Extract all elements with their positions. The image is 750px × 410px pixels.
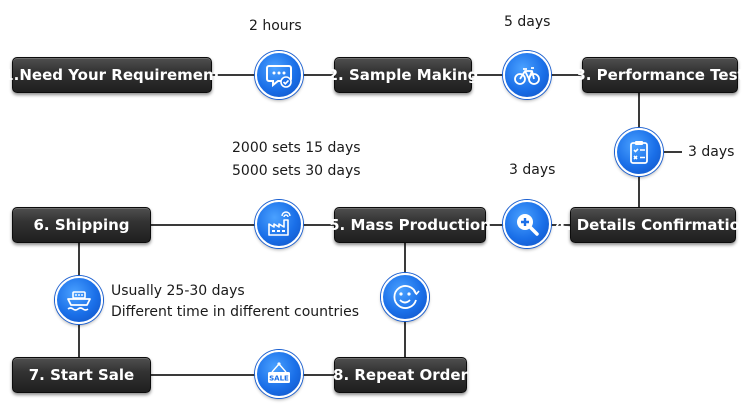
connector-5-6 <box>151 224 334 226</box>
step-mass-production: 5. Mass Production <box>329 207 491 243</box>
step-need-requirement: 1.Need Your Requirement <box>3 57 221 93</box>
bicycle-icon <box>503 51 551 99</box>
sale-sign-text: SALE <box>269 375 289 383</box>
connector-7-8 <box>151 374 334 376</box>
connector-3days-tick <box>664 151 682 153</box>
checklist-clipboard-icon <box>615 128 663 176</box>
label-shipping-line1: Usually 25-30 days <box>111 283 245 299</box>
zoom-plus-icon <box>503 200 551 248</box>
factory-wifi-icon <box>255 200 303 248</box>
label-confirm-time: 3 days <box>688 144 735 160</box>
label-production-line1: 2000 sets 15 days <box>232 140 361 156</box>
step-start-sale: 7. Start Sale <box>12 357 151 393</box>
label-production-line2: 5000 sets 30 days <box>232 163 361 179</box>
step-shipping: 6. Shipping <box>12 207 151 243</box>
step-performance-test: 3. Performance Test <box>575 57 745 93</box>
step-sample-making: 2. Sample Making <box>328 57 478 93</box>
label-sample-time: 2 hours <box>249 18 302 34</box>
sale-sign-icon: SALE <box>255 350 303 398</box>
chat-check-icon <box>255 51 303 99</box>
step-details-confirmation: 4. Details Confirmation <box>555 207 750 243</box>
label-shipping-line2: Different time in different countries <box>111 304 360 320</box>
label-test-time: 5 days <box>504 14 551 30</box>
step-repeat-order: 8. Repeat Order <box>333 357 468 393</box>
cargo-ship-icon <box>55 276 103 324</box>
label-details-time: 3 days <box>509 162 556 178</box>
smiley-face-icon <box>381 273 429 321</box>
